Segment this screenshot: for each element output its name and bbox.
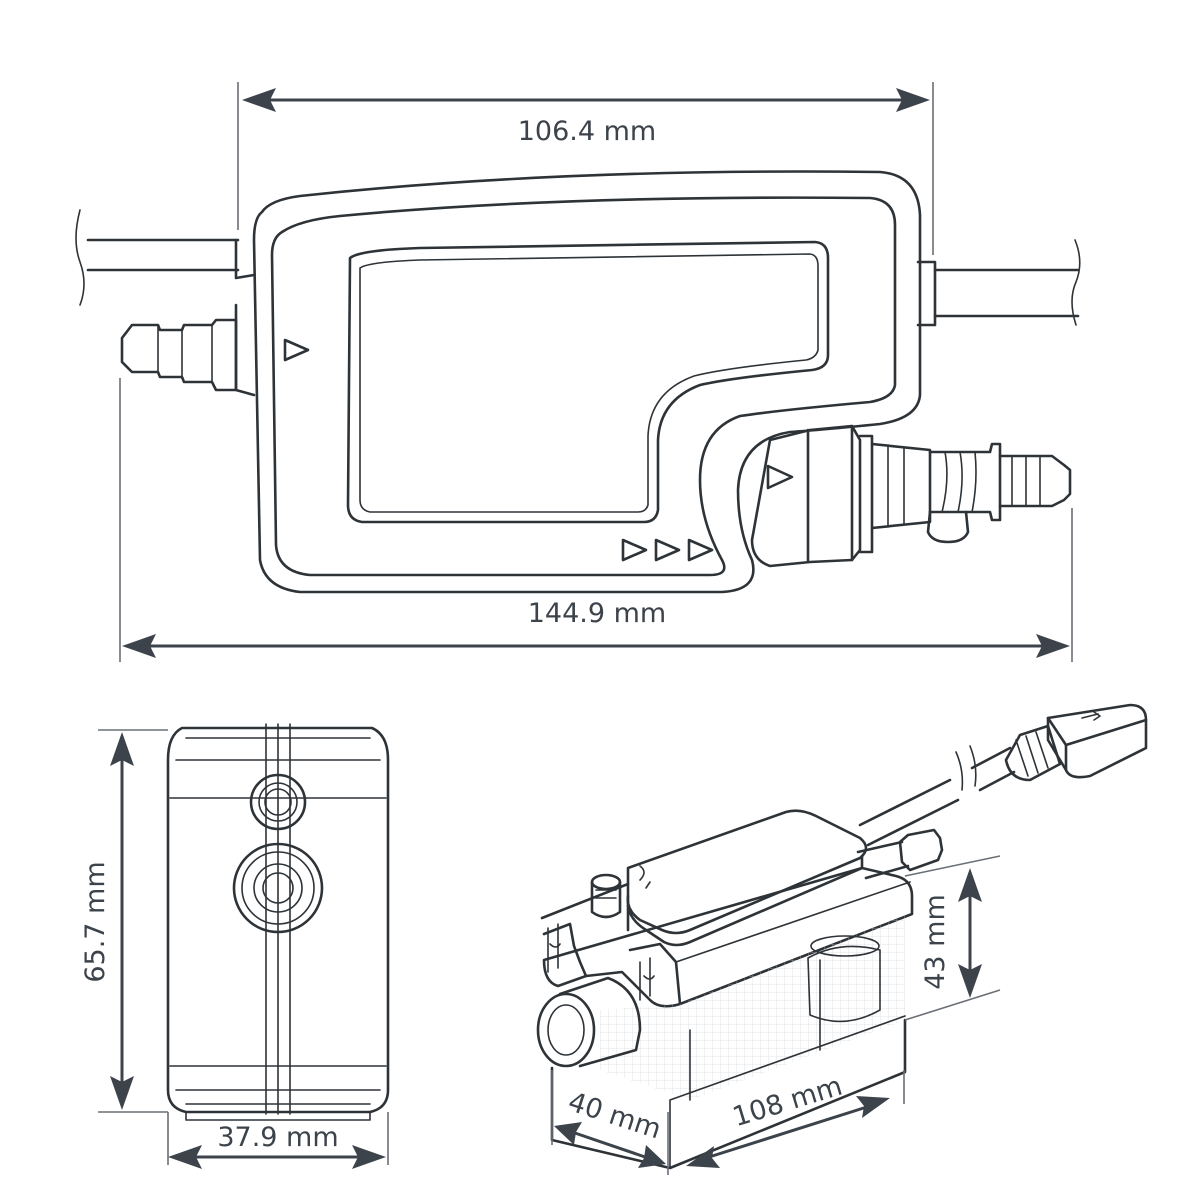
dimension-end-height-label: 65.7 mm <box>80 861 111 982</box>
dimension-overall-length: 144.9 mm <box>122 598 1070 658</box>
small-port <box>249 773 307 831</box>
iso-view: 40 mm 108 mm 43 mm <box>536 703 1148 1175</box>
flow-arrow-right-icon <box>766 464 794 490</box>
pump-body-frame <box>540 866 914 1008</box>
flow-arrows-triple-icon <box>621 538 714 562</box>
body-inner-outline <box>270 196 897 577</box>
vent-knob <box>590 873 622 919</box>
screen-window-inner <box>359 253 819 513</box>
body-outline <box>252 170 922 594</box>
screen-window-outer <box>346 240 830 524</box>
dimension-length-label: 108 mm <box>729 1071 846 1134</box>
dimension-end-width: 37.9 mm <box>168 1122 386 1169</box>
dimension-depth: 40 mm <box>554 1086 666 1168</box>
dimension-overall-length-label: 144.9 mm <box>528 598 666 629</box>
right-cable <box>916 239 1081 327</box>
flow-arrow-left-icon <box>283 338 310 362</box>
transparent-tank <box>550 914 907 1170</box>
end-view: 65.7 mm 37.9 mm <box>80 723 390 1169</box>
dimension-end-height: 65.7 mm <box>80 732 134 1110</box>
power-plug <box>1004 703 1148 782</box>
dimension-width-label: 106.4 mm <box>518 116 656 147</box>
dimension-width: 106.4 mm <box>242 88 930 147</box>
dimension-depth-label: 40 mm <box>564 1086 664 1145</box>
right-outlet-fitting <box>750 424 1072 568</box>
dimension-height-label: 43 mm <box>920 894 951 990</box>
large-port <box>232 842 324 934</box>
iso-inlet-port <box>536 976 642 1068</box>
left-inlet-barb <box>120 318 238 392</box>
top-view: 106.4 mm 144.9 mm <box>75 82 1081 662</box>
left-cable <box>75 209 240 306</box>
dimension-end-width-label: 37.9 mm <box>217 1122 338 1153</box>
dimension-height: 43 mm <box>920 868 982 998</box>
